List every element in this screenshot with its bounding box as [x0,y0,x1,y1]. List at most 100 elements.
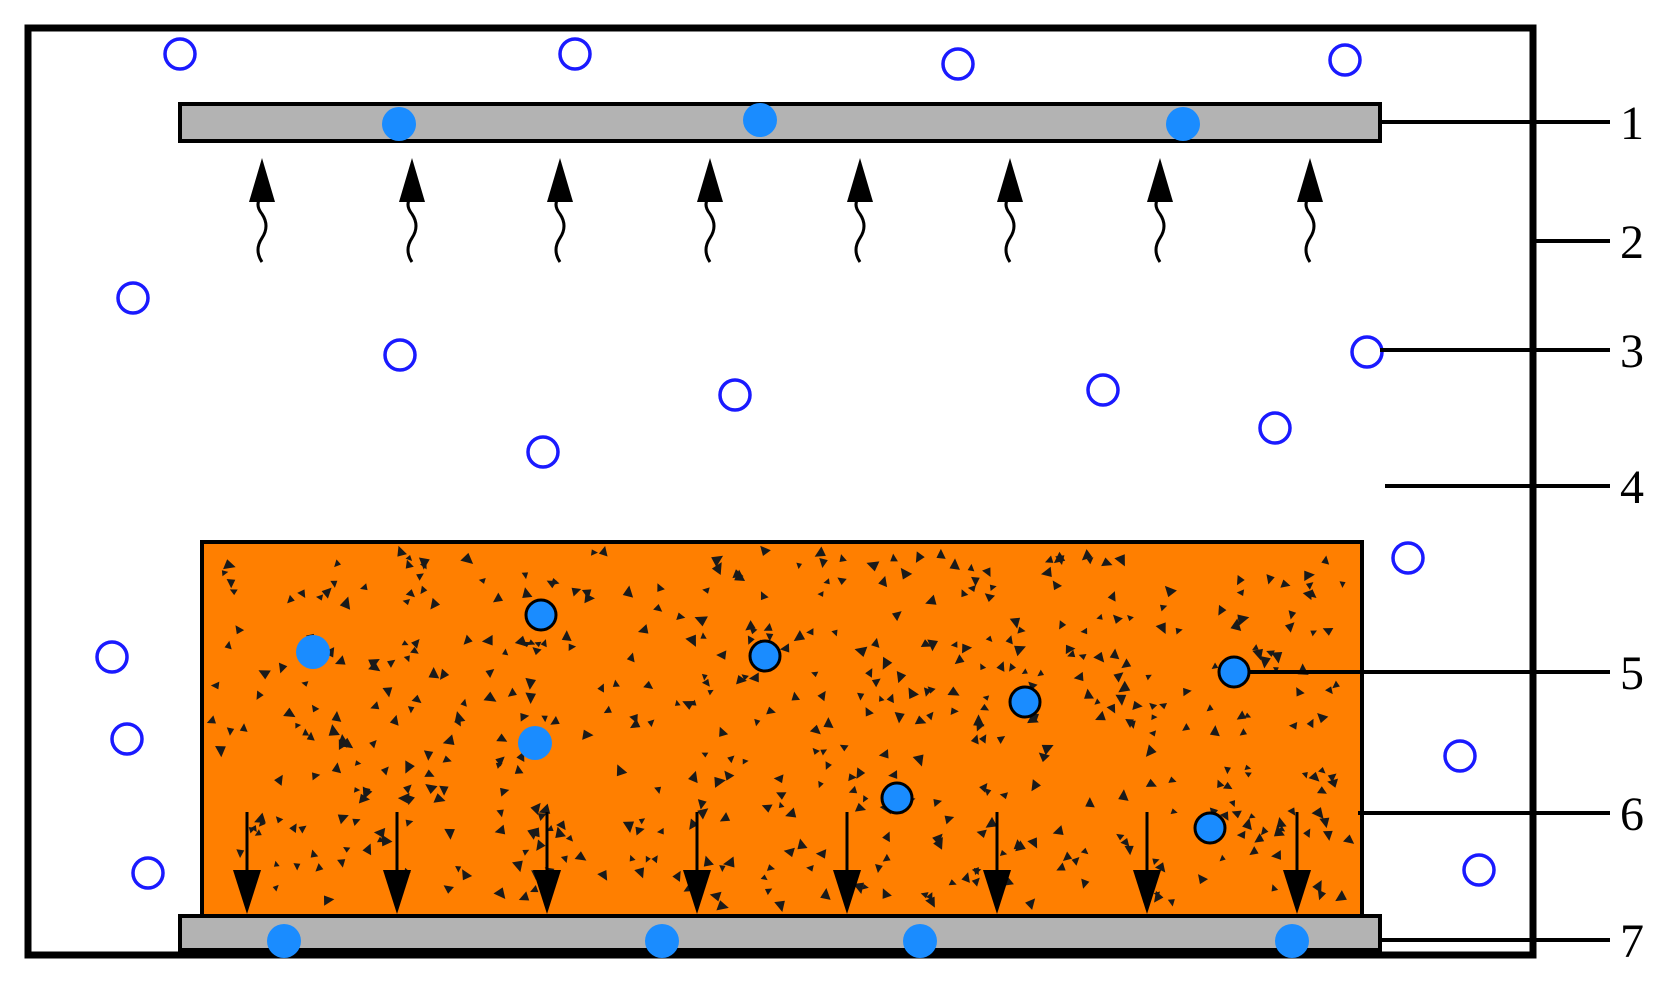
speckle-mark [274,774,283,786]
speckle-mark [556,820,566,831]
filled-particle-group [267,103,1309,958]
speckle-mark [1308,771,1320,782]
speckle-mark [1259,656,1271,669]
speckle-mark [674,699,681,706]
speckle-mark [297,589,306,599]
speckle-mark [971,576,980,587]
speckle-mark [896,670,907,684]
speckle-mark [763,623,773,631]
filled-circle-icon [743,103,777,137]
down-arrow-icon [1133,812,1161,914]
filled-circle-icon [296,635,330,669]
speckle-mark [460,698,467,707]
speckle-mark [289,823,297,834]
speckle-mark [369,739,377,749]
speckle-mark [1167,899,1175,907]
speckle-mark [272,884,279,892]
speckle-mark [478,578,486,584]
speckle-mark [754,718,761,727]
speckle-mark [820,749,828,756]
filled-circle-icon [1166,107,1200,141]
up-arrow-group [249,158,1323,263]
speckle-mark [1014,645,1026,657]
speckle-mark [1322,627,1334,636]
speckle-mark [248,827,256,834]
speckle-mark [1124,845,1134,856]
speckle-mark [236,849,245,858]
speckle-mark [973,867,982,875]
speckle-mark [1093,651,1105,663]
speckle-mark [848,785,858,794]
speckle-mark [932,833,943,846]
speckle-mark [411,639,420,649]
speckle-mark [886,693,894,704]
callout-label-2: 2 [1620,216,1644,269]
speckle-mark [643,680,654,690]
speckle-mark [215,745,226,758]
callout-lines [1248,120,1610,942]
speckle-mark [745,620,756,631]
speckle-mark [1218,604,1227,616]
speckle-mark [411,694,422,704]
speckle-mark [439,668,450,680]
speckle-mark [1327,778,1339,788]
speckle-mark [871,678,881,688]
chamber-container [24,24,1537,959]
speckle-mark [1115,694,1127,706]
speckle-mark [298,825,307,834]
hollow-particle-group [95,37,1496,890]
speckle-mark [328,724,340,736]
speckle-mark [406,794,415,806]
speckle-mark [1118,789,1129,801]
wavy-up-arrow-icon [1297,158,1323,263]
speckle-mark [1248,813,1256,819]
speckle-mark [532,647,542,656]
callout-label-6: 6 [1620,788,1644,841]
speckle-mark [1027,837,1038,849]
speckle-mark [716,650,727,660]
speckle-mark [382,687,393,698]
speckle-mark [982,695,990,701]
speckle-mark [1096,613,1103,620]
speckle-mark [741,674,749,681]
speckle-mark [882,888,892,899]
speckle-mark [1164,585,1177,598]
speckle-mark [689,818,699,830]
speckle-mark [656,827,664,835]
speckle-mark [976,829,987,839]
hollow-circle-icon [383,338,417,372]
hollow-circle-icon [1258,411,1292,445]
speckle-mark [1121,658,1132,669]
speckle-mark [425,784,438,795]
speckle-mark [462,869,473,881]
speckle-mark [891,611,902,622]
speckle-mark [1037,669,1045,677]
speckle-mark [894,712,905,724]
hollow-circle-icon [941,47,975,81]
speckle-mark [258,670,271,680]
speckle-mark [337,859,346,868]
down-arrow-icon [1283,812,1311,914]
speckle-mark [700,632,707,639]
speckle-mark [685,634,696,647]
speckle-mark [273,860,280,867]
speckle-mark [454,719,461,727]
speckle-mark [1127,720,1136,729]
down-arrow-group [233,812,1311,914]
hollow-circle-icon [718,378,752,412]
speckle-mark [947,686,960,696]
speckle-mark [529,827,540,838]
speckle-mark [1120,838,1130,847]
speckle-mark [925,896,935,908]
speckle-mark [970,734,979,745]
speckle-mark [1113,672,1124,683]
speckle-mark [654,786,662,795]
speckle-mark [1145,778,1157,787]
speckle-mark [831,629,838,637]
speckle-mark [226,727,235,736]
speckle-mark [387,659,396,668]
speckle-mark [368,661,381,672]
speckle-mark [597,683,604,693]
speckle-mark [534,641,542,648]
speckle-mark [1242,818,1252,831]
